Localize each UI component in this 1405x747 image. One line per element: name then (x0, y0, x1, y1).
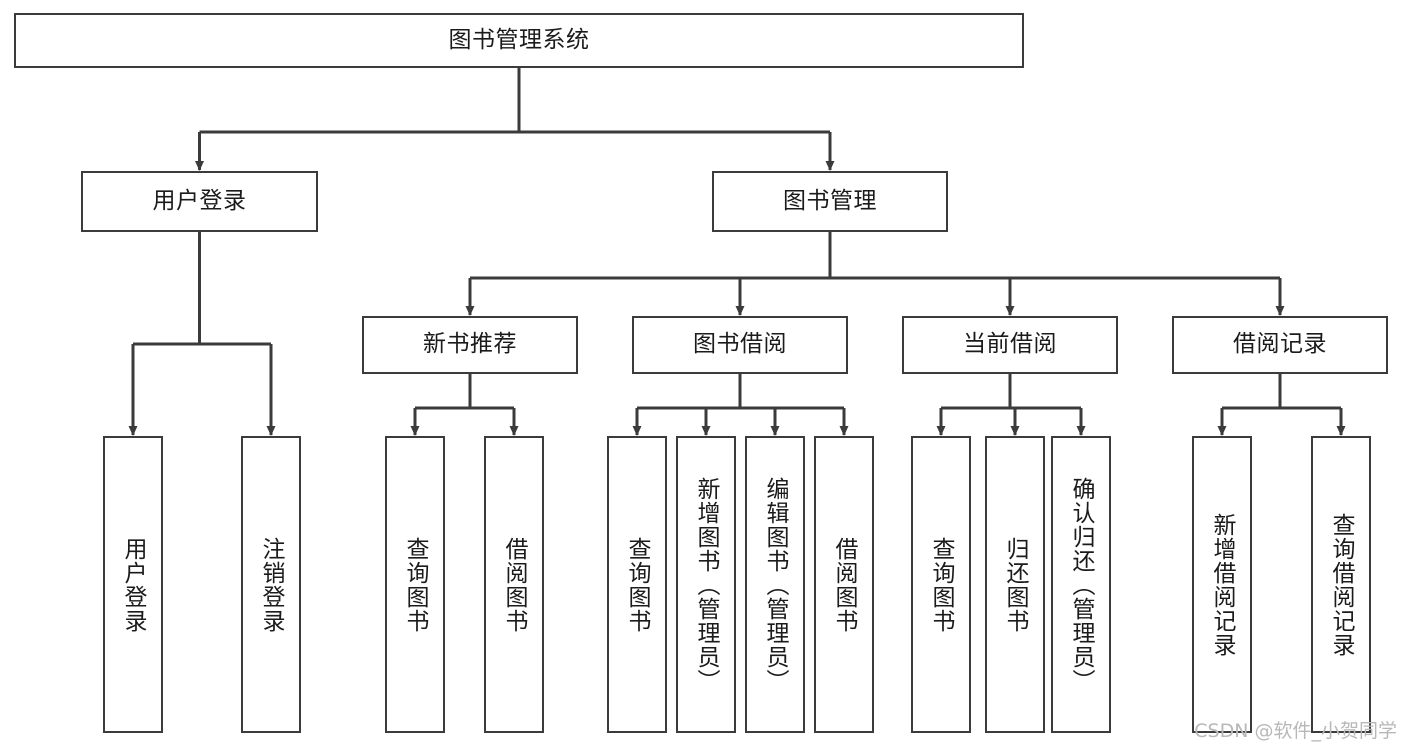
leaf-edit-book[interactable]: 编辑图书（管理员） (745, 436, 805, 733)
node-user-login[interactable]: 用户登录 (81, 171, 318, 232)
node-new-book-recommend[interactable]: 新书推荐 (362, 316, 578, 374)
node-label: 新增图书（管理员） (693, 476, 720, 693)
node-label: 用户登录 (120, 536, 147, 633)
leaf-add-book[interactable]: 新增图书（管理员） (676, 436, 736, 733)
node-borrow-record[interactable]: 借阅记录 (1172, 316, 1388, 374)
leaf-add-borrow-record[interactable]: 新增借阅记录 (1192, 436, 1252, 733)
leaf-user-login[interactable]: 用户登录 (103, 436, 163, 733)
leaf-query-book-borrow[interactable]: 查询图书 (607, 436, 667, 733)
node-label: 图书管理系统 (448, 26, 590, 53)
node-book-manage[interactable]: 图书管理 (712, 171, 948, 232)
node-label: 图书管理 (783, 187, 877, 214)
node-current-borrow[interactable]: 当前借阅 (902, 316, 1118, 374)
node-label: 查询图书 (624, 536, 651, 633)
node-label: 图书借阅 (693, 331, 787, 358)
node-book-borrow[interactable]: 图书借阅 (632, 316, 848, 374)
leaf-confirm-return[interactable]: 确认归还（管理员） (1051, 436, 1111, 733)
leaf-return-book[interactable]: 归还图书 (985, 436, 1045, 733)
leaf-user-logout[interactable]: 注销登录 (241, 436, 301, 733)
node-label: 借阅图书 (831, 536, 858, 633)
leaf-borrow-book-recommend[interactable]: 借阅图书 (484, 436, 544, 733)
leaf-query-borrow-record[interactable]: 查询借阅记录 (1311, 436, 1371, 733)
node-label: 归还图书 (1002, 536, 1029, 633)
node-label: 借阅记录 (1233, 331, 1327, 358)
node-label: 新书推荐 (423, 331, 517, 358)
node-label: 确认归还（管理员） (1068, 476, 1095, 693)
node-label: 查询借阅记录 (1328, 512, 1355, 657)
node-label: 注销登录 (258, 536, 285, 633)
leaf-borrow-book[interactable]: 借阅图书 (814, 436, 874, 733)
node-label: 用户登录 (152, 187, 247, 214)
node-label: 新增借阅记录 (1209, 512, 1236, 657)
node-label: 借阅图书 (501, 536, 528, 633)
node-label: 查询图书 (928, 536, 955, 633)
node-label: 查询图书 (402, 536, 429, 633)
leaf-query-book-current[interactable]: 查询图书 (911, 436, 971, 733)
node-root[interactable]: 图书管理系统 (14, 13, 1024, 68)
leaf-query-book-recommend[interactable]: 查询图书 (385, 436, 445, 733)
node-label: 当前借阅 (963, 331, 1057, 358)
node-label: 编辑图书（管理员） (762, 476, 789, 693)
watermark: CSDN @软件_小贺同学 (1194, 720, 1397, 742)
